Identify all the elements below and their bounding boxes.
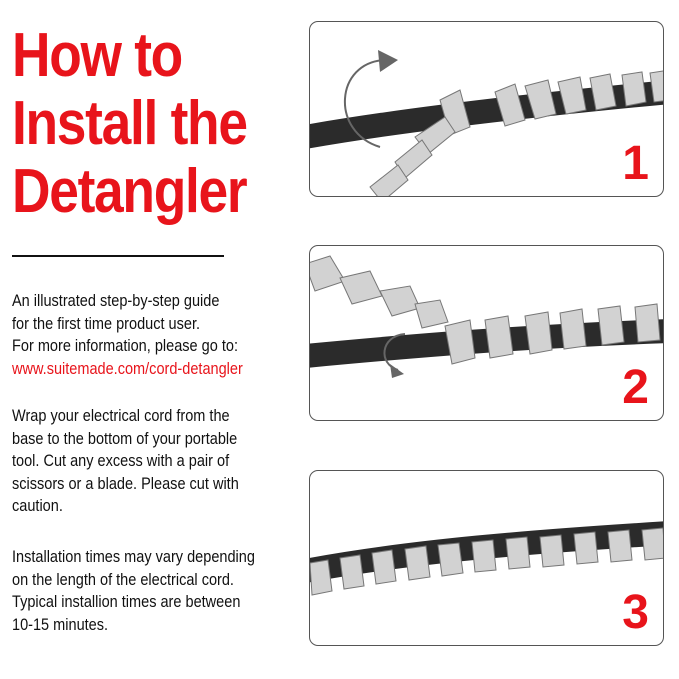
info-link[interactable]: www.suitemade.com/cord-detangler [12,359,243,378]
title-divider [12,255,224,257]
intro-line-3: For more information, please go to: [12,337,238,355]
title-line-2: Install the [12,89,248,158]
intro-line-1: An illustrated step-by-step guide [12,292,220,310]
time-line-4: 10-15 minutes. [12,615,109,634]
intro-paragraph: An illustrated step-by-step guide for th… [12,290,297,380]
wrap-line-5: caution. [12,497,63,515]
step-2-number: 2 [622,361,649,414]
step-3-number: 3 [622,586,649,639]
wrap-line-4: scissors or a blade. Please cut with [12,474,239,493]
wrap-line-2: base to the bottom of your portable [12,429,238,448]
time-line-1: Installation times may vary depending [12,548,255,566]
wrap-instructions: Wrap your electrical cord from the base … [12,405,297,518]
time-info: Installation times may vary depending on… [12,546,297,636]
step-2-illustration [310,255,663,378]
title-line-3: Detangler [12,157,248,226]
step-2-panel: 2 [309,245,664,421]
step-3-illustration [310,521,663,596]
time-line-3: Typical installion times are between [12,593,241,611]
step-1-panel: 1 [309,21,664,197]
step-1-number: 1 [622,137,649,190]
time-line-2: on the length of the electrical cord. [12,570,234,589]
step-1-illustration [310,50,663,196]
title-line-1: How to [12,21,183,90]
step-3-panel: 3 [309,470,664,646]
page-title: How to Install the Detangler [12,22,261,226]
wrap-line-1: Wrap your electrical cord from the [12,407,230,425]
intro-line-2: for the first time product user. [12,314,201,333]
wrap-line-3: tool. Cut any excess with a pair of [12,452,230,470]
